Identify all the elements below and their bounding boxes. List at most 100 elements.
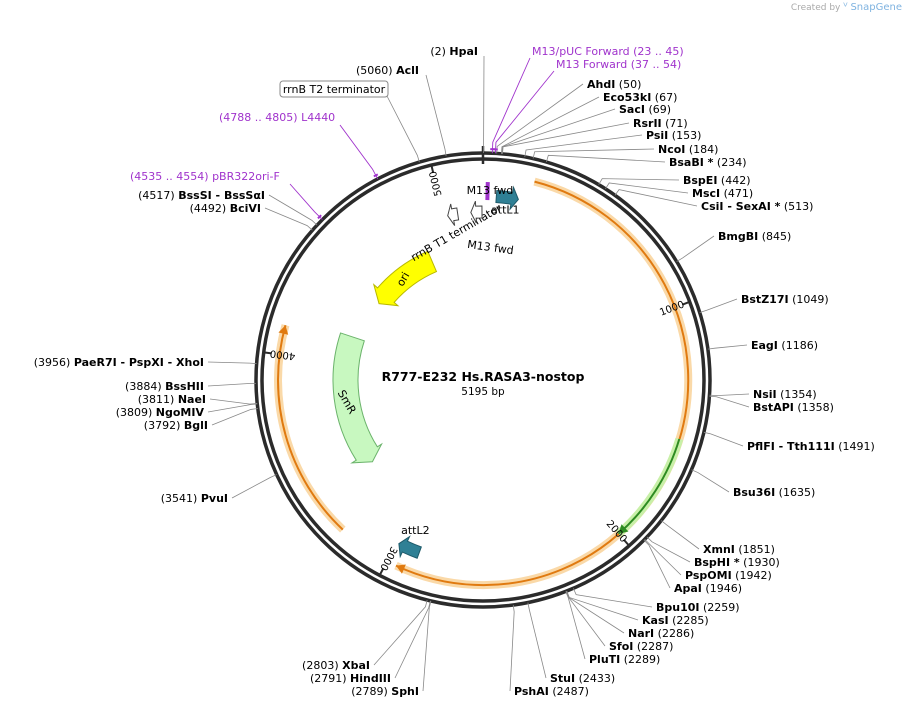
feature-attl2[interactable] xyxy=(398,535,422,559)
feature-ori[interactable] xyxy=(372,250,438,307)
enzyme-label[interactable]: AhdI (50) xyxy=(587,78,641,91)
leader-line xyxy=(524,134,643,157)
enzyme-label[interactable]: RsrII (71) xyxy=(633,117,688,130)
leader-line xyxy=(422,600,432,692)
enzyme-label[interactable]: BsaBI * (234) xyxy=(669,156,747,169)
leader-line xyxy=(598,178,680,185)
enzyme-label[interactable]: SfoI (2287) xyxy=(609,640,673,653)
enzyme-position: (2287) xyxy=(633,640,673,653)
enzyme-name: BsaBI * xyxy=(669,156,714,169)
enzyme-position: (3792) xyxy=(144,419,184,432)
enzyme-label[interactable]: (4517) BssSI - BssSαI xyxy=(138,189,265,202)
enzyme-label[interactable]: Bpu10I (2259) xyxy=(656,601,740,614)
leader-line xyxy=(709,393,750,397)
primer-label[interactable]: M13/pUC Forward (23 .. 45) xyxy=(532,45,684,58)
enzyme-position: (1851) xyxy=(735,543,775,556)
enzyme-label[interactable]: MscI (471) xyxy=(692,187,753,200)
enzyme-label[interactable]: EagI (1186) xyxy=(751,339,818,352)
enzyme-name: PflFI - Tth111I xyxy=(747,440,835,453)
enzyme-name: XmnI xyxy=(703,543,735,556)
enzyme-label[interactable]: ApaI (1946) xyxy=(674,582,742,595)
enzyme-label[interactable]: BmgBI (845) xyxy=(718,230,791,243)
enzyme-label[interactable]: XmnI (1851) xyxy=(703,543,775,556)
primer-part: M13 Forward xyxy=(556,58,631,71)
primer-label[interactable]: (4788 .. 4805) L4440 xyxy=(219,111,335,124)
feature-label: ori xyxy=(394,270,412,289)
feature-rrnb-t1-terminator[interactable] xyxy=(447,203,460,226)
leader-line xyxy=(509,604,515,692)
enzyme-label[interactable]: PspOMI (1942) xyxy=(685,569,772,582)
leader-line xyxy=(646,536,691,563)
enzyme-label[interactable]: NsiI (1354) xyxy=(753,388,817,401)
credit-prefix: Created by xyxy=(790,3,841,13)
leader-line xyxy=(209,398,258,405)
enzyme-label[interactable]: KasI (2285) xyxy=(642,614,709,627)
enzyme-label[interactable]: PflFI - Tth111I (1491) xyxy=(747,440,875,453)
enzyme-position: (1930) xyxy=(740,556,780,569)
enzyme-label[interactable]: SacI (69) xyxy=(619,103,671,116)
feature-attl1[interactable] xyxy=(495,185,519,211)
enzyme-position: (50) xyxy=(615,78,641,91)
enzyme-label[interactable]: BspHI * (1930) xyxy=(694,556,780,569)
site-labels: AhdI (50)Eco53kI (67)SacI (69)RsrII (71)… xyxy=(34,45,875,698)
primer-part: (4788 .. 4805) xyxy=(219,111,301,124)
leader-line xyxy=(501,108,616,154)
enzyme-position: (442) xyxy=(717,174,750,187)
enzyme-label[interactable]: (2803) XbaI xyxy=(302,659,370,672)
enzyme-label[interactable]: (3792) BglI xyxy=(144,419,208,432)
enzyme-label[interactable]: (3811) NaeI xyxy=(138,393,206,406)
leader-line xyxy=(707,344,748,350)
enzyme-label[interactable]: PsiI (153) xyxy=(646,129,701,142)
enzyme-position: (1354) xyxy=(777,388,817,401)
leader-line xyxy=(207,361,257,365)
enzyme-name: Eco53kI xyxy=(603,91,651,104)
enzyme-label[interactable]: (2789) SphI xyxy=(351,685,419,698)
enzyme-position: (2259) xyxy=(700,601,740,614)
enzyme-label[interactable]: BspEI (442) xyxy=(683,174,751,187)
enzyme-position: (71) xyxy=(662,117,688,130)
enzyme-name: PsiI xyxy=(646,129,668,142)
ruler-label: 4000 xyxy=(269,347,296,361)
boxed-feature-label[interactable] xyxy=(279,80,389,98)
ruler-tick xyxy=(623,539,630,547)
enzyme-label[interactable]: CsiI - SexAI * (513) xyxy=(701,200,813,213)
leader-line xyxy=(527,602,547,679)
enzyme-position: (184) xyxy=(685,143,718,156)
orf-arrowhead xyxy=(395,564,406,574)
enzyme-label[interactable]: StuI (2433) xyxy=(550,672,615,685)
feature-smr[interactable] xyxy=(332,332,383,464)
enzyme-label[interactable]: PshAI (2487) xyxy=(514,685,589,698)
enzyme-name: AhdI xyxy=(587,78,615,91)
enzyme-name: XbaI xyxy=(342,659,370,672)
leader-line xyxy=(386,95,420,163)
enzyme-label[interactable]: (3956) PaeR7I - PspXI - XhoI xyxy=(34,356,204,369)
enzyme-label[interactable]: BstZ17I (1049) xyxy=(741,293,829,306)
enzyme-label[interactable]: (2791) HindIII xyxy=(310,672,391,685)
enzyme-label[interactable]: (3541) PvuI xyxy=(161,492,228,505)
enzyme-label[interactable]: Eco53kI (67) xyxy=(603,91,677,104)
feature-arrow-outline[interactable] xyxy=(470,200,483,224)
enzyme-name: Bpu10I xyxy=(656,601,700,614)
enzyme-name: BspHI * xyxy=(694,556,740,569)
primer-label[interactable]: (4535 .. 4554) pBR322ori-F xyxy=(130,170,280,183)
enzyme-label[interactable]: NcoI (184) xyxy=(658,143,718,156)
leader-line xyxy=(614,189,698,207)
credit-brand: SnapGene xyxy=(850,2,902,13)
ruler-tick xyxy=(378,567,385,576)
enzyme-label[interactable]: BstAPI (1358) xyxy=(753,401,834,414)
enzyme-label[interactable]: (3809) NgoMIV xyxy=(116,406,205,419)
enzyme-label[interactable]: (4492) BciVI xyxy=(190,202,261,215)
snapgene-credit: Created by ⱽ SnapGene xyxy=(791,2,902,13)
enzyme-label[interactable]: (3884) BssHII xyxy=(125,380,204,393)
leader-line xyxy=(394,600,431,679)
enzyme-label[interactable]: NarI (2286) xyxy=(628,627,694,640)
enzyme-label[interactable]: (2) HpaI xyxy=(430,45,478,58)
primer-label[interactable]: M13 Forward (37 .. 54) xyxy=(556,58,681,71)
enzyme-label[interactable]: (5060) AclI xyxy=(356,64,419,77)
enzyme-name: PaeR7I - PspXI - XhoI xyxy=(74,356,204,369)
enzyme-label[interactable]: PluTI (2289) xyxy=(589,653,660,666)
enzyme-position: (2791) xyxy=(310,672,350,685)
enzyme-label[interactable]: Bsu36I (1635) xyxy=(733,486,815,499)
enzyme-name: RsrII xyxy=(633,117,662,130)
